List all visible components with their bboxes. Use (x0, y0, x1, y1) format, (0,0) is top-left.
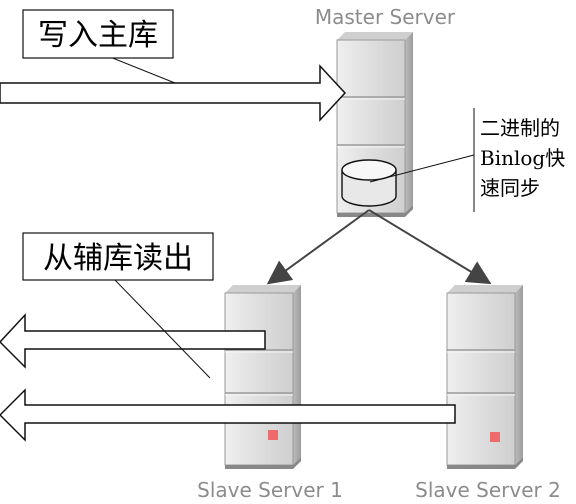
binlog-note-line2: Binlog快 (480, 146, 565, 170)
master-server: Master Server (315, 5, 456, 217)
slave2-status-indicator (490, 432, 500, 442)
slave1-status-indicator (268, 430, 278, 440)
read-callout-box (22, 232, 214, 281)
binlog-note-leader (369, 154, 475, 183)
write-callout: 写入主库 (22, 9, 176, 84)
read-callout-leader (114, 279, 211, 379)
read-arrow-slave2 (0, 388, 456, 442)
write-callout-text: 写入主库 (38, 18, 158, 53)
binlog-database-icon (341, 159, 397, 207)
slave2-tower-icon (446, 285, 523, 469)
slave1-tower-icon (224, 285, 301, 469)
slave-server-2: Slave Server 2 (415, 285, 561, 502)
replication-arrow-slave2 (368, 209, 492, 285)
slave-server-1-label: Slave Server 1 (197, 478, 343, 502)
read-callout-text: 从辅库读出 (43, 241, 193, 276)
master-server-label: Master Server (315, 5, 456, 29)
slave-server-1: Slave Server 1 (197, 285, 343, 502)
write-arrow (0, 64, 347, 122)
replication-arrow-slave1 (266, 209, 370, 285)
binlog-note: 二进制的 Binlog快 速同步 (369, 108, 565, 212)
binlog-note-line1: 二进制的 (480, 116, 560, 140)
binlog-note-line3: 速同步 (480, 176, 540, 200)
write-callout-box (22, 9, 174, 59)
read-arrow-slave1 (0, 313, 266, 369)
read-callout: 从辅库读出 (22, 232, 214, 379)
slave-server-2-label: Slave Server 2 (415, 478, 561, 502)
write-callout-leader (109, 56, 176, 84)
